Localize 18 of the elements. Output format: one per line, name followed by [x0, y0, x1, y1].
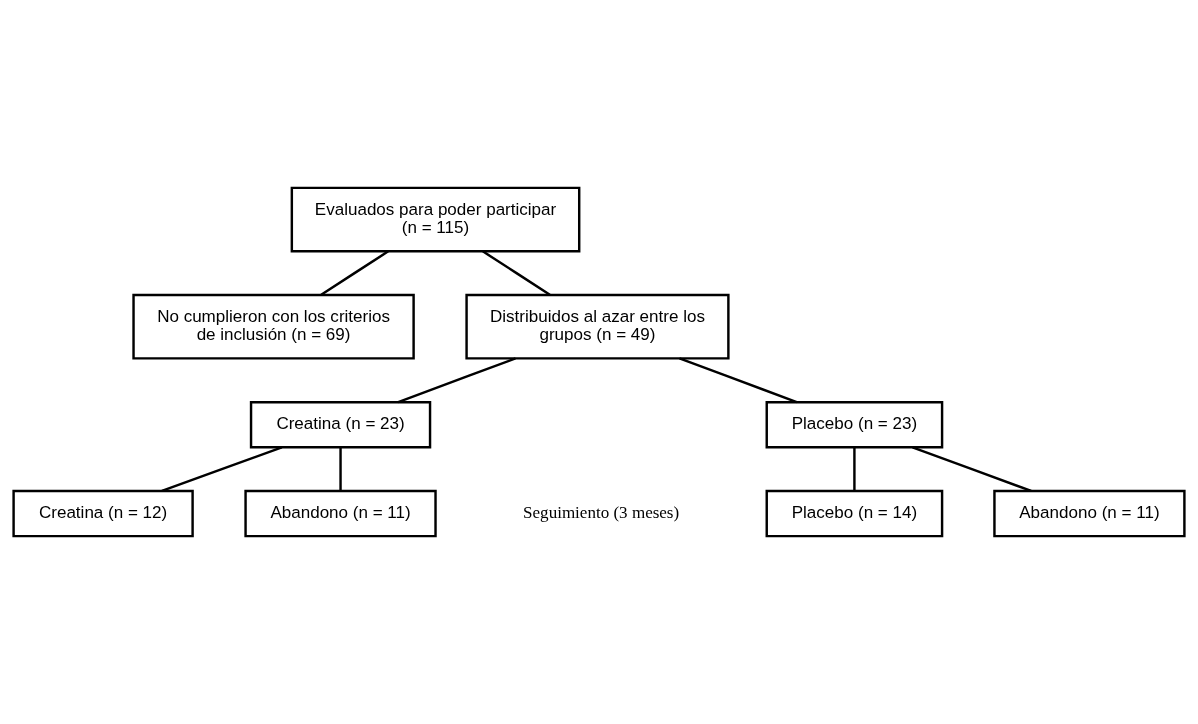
connector	[320, 250, 389, 296]
node-box: Creatina (n = 23)	[249, 400, 432, 449]
node-box: Evaluados para poder participar (n = 115)	[290, 186, 581, 253]
connector	[397, 357, 516, 404]
node-box: Creatina (n = 12)	[12, 489, 194, 538]
connector	[853, 447, 856, 491]
label: Seguimiento (3 meses)	[523, 503, 680, 523]
node-box: Placebo (n = 23)	[765, 400, 944, 449]
node-box: Abandono (n = 11)	[244, 489, 437, 538]
node-box: Abandono (n = 11)	[993, 489, 1186, 538]
connector	[912, 446, 1032, 493]
connector	[482, 250, 551, 296]
node-box: Placebo (n = 14)	[765, 489, 944, 538]
node-box: No cumplieron con los criterios de inclusión (n = 69)	[132, 293, 415, 360]
node-box: Distribuidos al azar entre los grupos (n = 49)	[465, 293, 730, 360]
connector	[161, 446, 283, 493]
connector	[679, 357, 798, 404]
connector	[339, 447, 342, 491]
